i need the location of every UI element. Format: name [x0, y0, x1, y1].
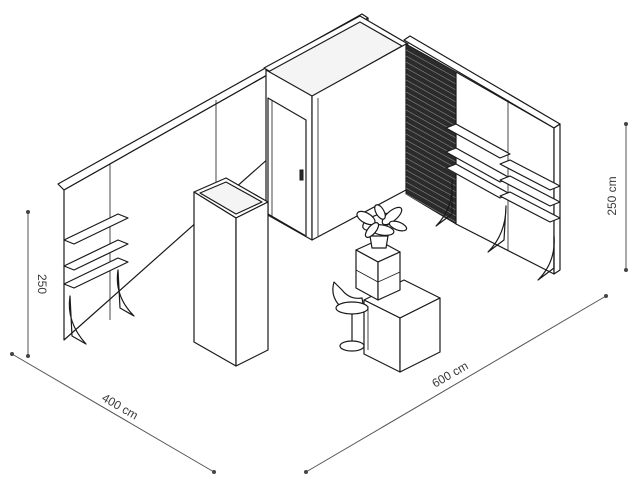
slatwall-panel	[405, 43, 457, 225]
depth-label: 600 cm	[429, 359, 470, 391]
slat-line	[405, 67, 457, 97]
slat-line	[405, 97, 457, 127]
slat-line	[405, 175, 457, 205]
slat-line	[405, 121, 457, 151]
slat-line	[405, 91, 457, 121]
slat-line	[405, 109, 457, 139]
slat-line	[405, 49, 457, 79]
slat-line	[405, 79, 457, 109]
left-height-label: 250	[35, 274, 49, 294]
storage-door	[267, 97, 307, 237]
slat-line	[405, 85, 457, 115]
slat-line	[405, 181, 457, 211]
plant-leaves-icon	[356, 204, 408, 238]
display-column	[193, 177, 269, 367]
plant-display	[355, 204, 408, 301]
left-shelves	[63, 213, 135, 345]
slat-line	[405, 169, 457, 199]
right-shelves	[435, 123, 561, 281]
width-dimension	[11, 353, 215, 473]
slat-line	[405, 61, 457, 91]
reception-counter	[363, 279, 441, 373]
slat-line	[405, 163, 457, 193]
slat-line	[405, 157, 457, 187]
slat-line	[405, 55, 457, 85]
right-height-label: 250 cm	[605, 176, 619, 215]
slat-line	[405, 115, 457, 145]
door-handle-icon	[299, 169, 304, 181]
depth-dimension	[305, 295, 607, 473]
slat-line	[405, 139, 457, 169]
slat-line	[405, 133, 457, 163]
dimension-lines	[10, 122, 628, 474]
slat-line	[405, 73, 457, 103]
slat-line	[405, 151, 457, 181]
chair	[332, 281, 369, 352]
slat-line	[405, 187, 457, 217]
